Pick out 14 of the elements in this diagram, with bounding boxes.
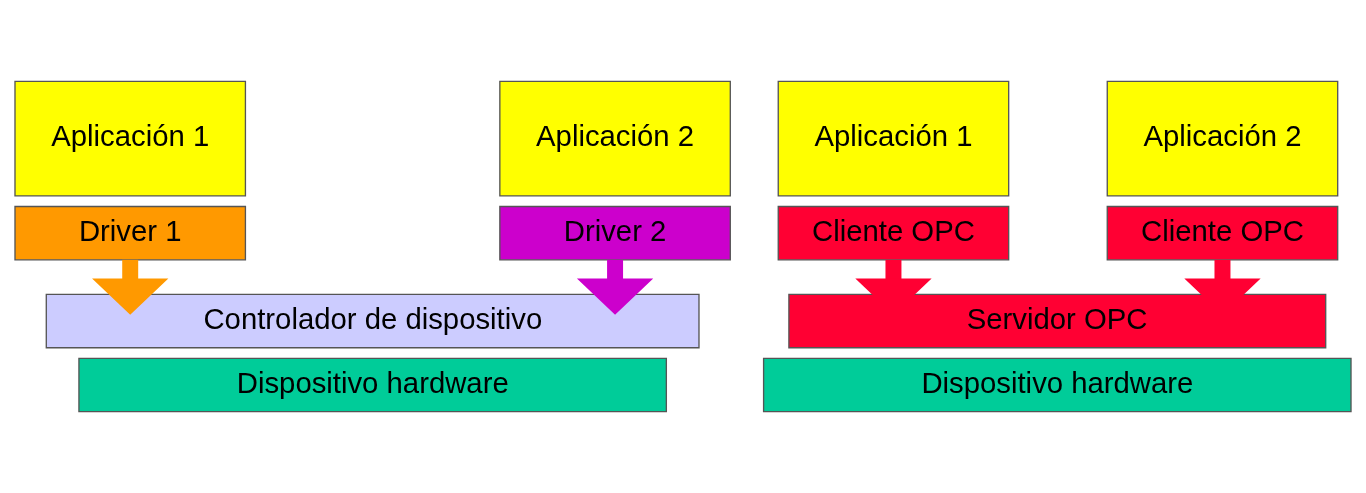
node-box: Aplicación 1 — [14, 80, 247, 197]
node-box: Aplicación 1 — [777, 80, 1010, 197]
node-box: Driver 2 — [499, 205, 731, 261]
arrow — [92, 259, 169, 315]
node-box: Cliente OPC — [777, 205, 1010, 261]
node-box: Aplicación 2 — [1106, 80, 1339, 197]
node-box: Servidor OPC — [788, 293, 1327, 349]
node-box: Aplicación 2 — [499, 80, 731, 197]
node-box: Dispositivo hardware — [78, 357, 667, 413]
node-box: Driver 1 — [14, 205, 247, 261]
node-box: Cliente OPC — [1106, 205, 1339, 261]
node-box: Dispositivo hardware — [762, 357, 1352, 413]
node-box: Controlador de dispositivo — [45, 293, 700, 349]
arrow — [576, 259, 654, 315]
